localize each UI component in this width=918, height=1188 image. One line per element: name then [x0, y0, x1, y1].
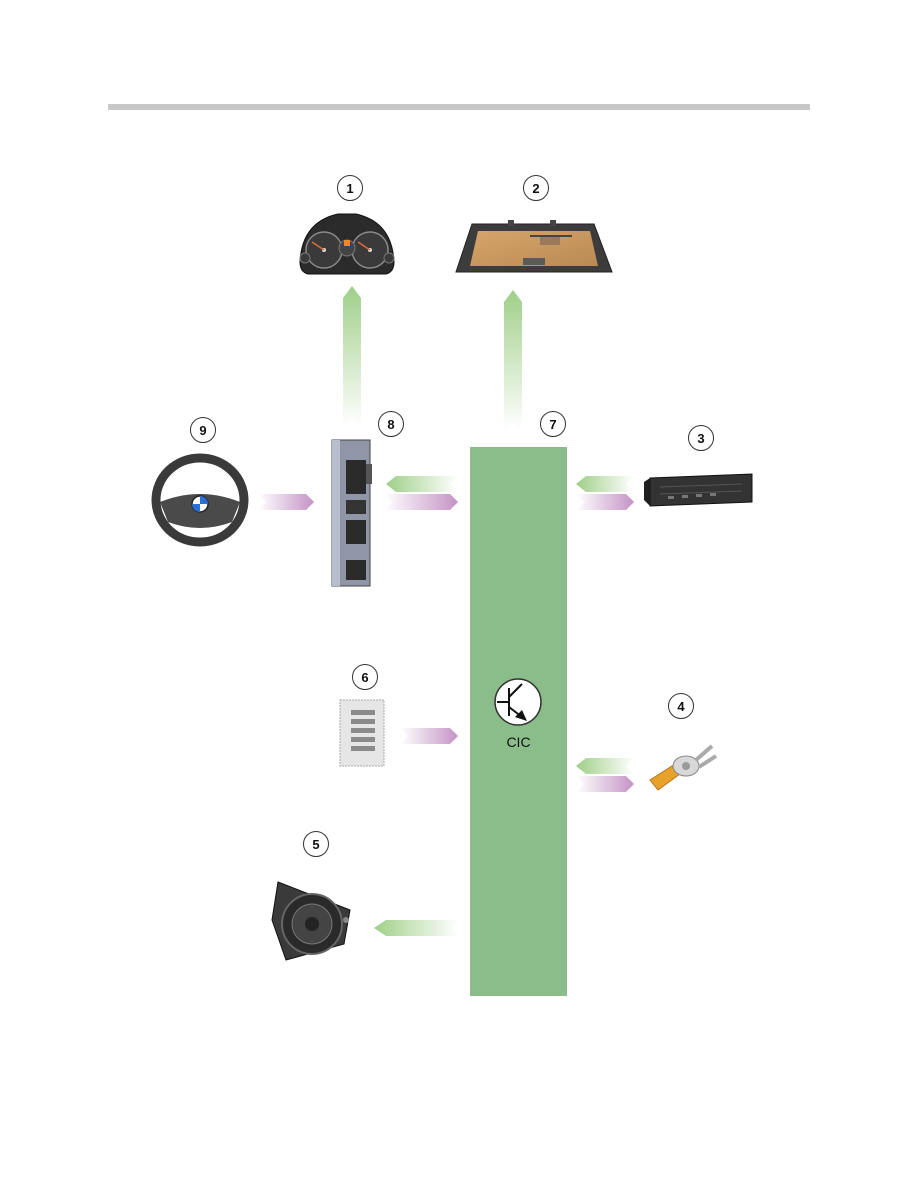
arrow-green-usb-to-cic	[576, 758, 634, 774]
steering-wheel-icon	[151, 453, 249, 547]
callout-2: 2	[523, 175, 549, 201]
arrow-purple-cic-to-usb	[576, 776, 634, 792]
callout-4: 4	[668, 693, 694, 719]
callout-6: 6	[352, 664, 378, 690]
audio-input-icon	[339, 699, 385, 767]
cic-label: CIC	[506, 734, 531, 750]
usb-audio-interface-icon	[649, 744, 718, 791]
arrow-purple-audio-input-to-cic	[400, 728, 458, 744]
callout-3: 3	[688, 425, 714, 451]
central-display-icon	[455, 220, 613, 273]
dvd-changer-icon	[644, 473, 753, 507]
callout-9: 9	[190, 417, 216, 443]
loudspeaker-icon	[271, 881, 351, 961]
callout-5: 5	[303, 831, 329, 857]
arrow-up-to-central-display	[504, 290, 522, 430]
arrow-green-cic-to-loudspeaker	[374, 920, 458, 936]
callout-1: 1	[337, 175, 363, 201]
header-rule	[108, 104, 810, 110]
arrow-green-cic-to-junction-box	[386, 476, 458, 492]
arrow-purple-junction-box-to-cic	[384, 494, 458, 510]
instrument-cluster-icon	[299, 213, 395, 275]
arrow-green-dvd-to-cic	[576, 476, 634, 492]
callout-8: 8	[378, 411, 404, 437]
transistor-icon	[494, 678, 542, 726]
callout-7: 7	[540, 411, 566, 437]
arrow-purple-cic-to-dvd	[576, 494, 634, 510]
junction-box-icon	[331, 439, 372, 587]
arrow-purple-steering-to-junction-box	[258, 494, 314, 510]
arrow-up-to-instrument-cluster	[343, 286, 361, 426]
